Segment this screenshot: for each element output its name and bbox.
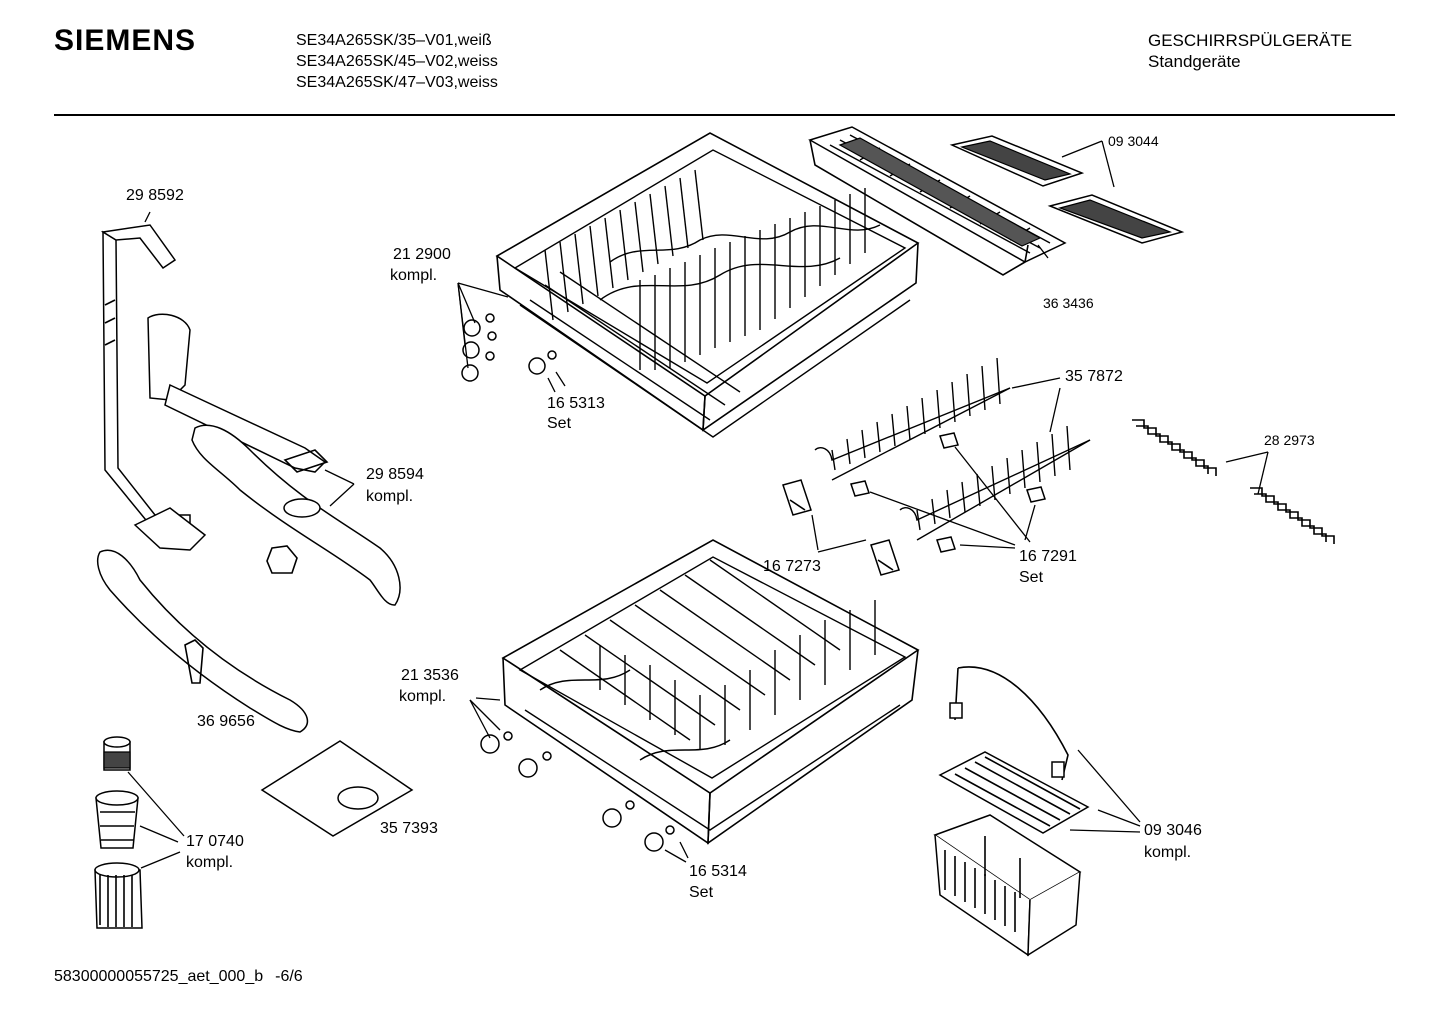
part-label-167291: 16 7291	[1019, 548, 1077, 565]
lower-basket	[480, 539, 920, 852]
supply-tube	[100, 224, 207, 551]
part-label-298594-sub: kompl.	[366, 488, 414, 505]
category-title: GESCHIRRSPÜLGERÄTE	[1148, 31, 1353, 50]
cup-rack-strips	[1132, 419, 1335, 544]
part-label-213536: 21 3536	[401, 667, 459, 684]
part-label-165314: 16 5314	[689, 863, 747, 880]
category-subtitle: Standgeräte	[1148, 52, 1241, 71]
lower-basket-wheels	[480, 731, 675, 852]
lower-spray-arm	[191, 424, 401, 606]
upper-basket	[461, 132, 920, 438]
base-plate	[260, 740, 414, 837]
folding-rack-upper	[814, 357, 1011, 481]
part-label-212900: 21 2900	[393, 246, 451, 263]
part-label-165314-sub: Set	[689, 884, 714, 901]
part-label-298592: 29 8592	[126, 187, 184, 204]
part-label-369656: 36 9656	[197, 713, 255, 730]
part-label-165313: 16 5313	[547, 395, 605, 412]
part-label-357393: 35 7393	[380, 820, 438, 837]
model-line: SE34A265SK/35–V01,weiß	[296, 32, 492, 49]
footer: 58300000055725_aet_000_b -6/6	[54, 968, 303, 986]
middle-spray-arm	[97, 549, 309, 733]
cutlery-basket	[933, 666, 1090, 957]
part-label-213536-sub: kompl.	[399, 688, 447, 705]
cutlery-tray	[808, 126, 1067, 276]
part-label-093046: 09 3046	[1144, 822, 1202, 839]
category-block: GESCHIRRSPÜLGERÄTE Standgeräte	[1148, 30, 1352, 72]
part-label-298594: 29 8594	[366, 466, 424, 483]
part-label-167273: 16 7273	[763, 558, 821, 575]
part-label-165313-sub: Set	[547, 415, 572, 432]
header-divider	[54, 114, 1395, 116]
part-label-357872: 35 7872	[1065, 368, 1123, 385]
upper-basket-tines	[529, 169, 866, 421]
brand-logo: SIEMENS	[54, 24, 197, 57]
filter-set	[94, 736, 143, 929]
part-label-282973: 28 2973	[1264, 432, 1315, 448]
model-line: SE34A265SK/47–V03,weiss	[296, 74, 498, 91]
part-label-167291-sub: Set	[1019, 569, 1044, 586]
part-label-363436: 36 3436	[1043, 295, 1094, 311]
upper-spray-arm	[147, 313, 329, 473]
lower-basket-tines	[539, 559, 876, 761]
part-label-093046-sub: kompl.	[1144, 844, 1192, 861]
model-line: SE34A265SK/45–V02,weiss	[296, 53, 498, 70]
document-id: 58300000055725_aet_000_b	[54, 968, 264, 985]
cutlery-tray-inserts	[949, 135, 1185, 244]
upper-basket-wheels	[461, 313, 557, 382]
part-label-170740-sub: kompl.	[186, 854, 234, 871]
part-label-093044: 09 3044	[1108, 133, 1159, 149]
page-number: -6/6	[275, 968, 303, 985]
part-label-170740: 17 0740	[186, 833, 244, 850]
model-list: SE34A265SK/35–V01,weiß SE34A265SK/45–V02…	[296, 30, 498, 93]
folding-rack-lower	[899, 425, 1091, 541]
part-label-212900-sub: kompl.	[390, 267, 438, 284]
rack-clips	[782, 432, 1046, 576]
